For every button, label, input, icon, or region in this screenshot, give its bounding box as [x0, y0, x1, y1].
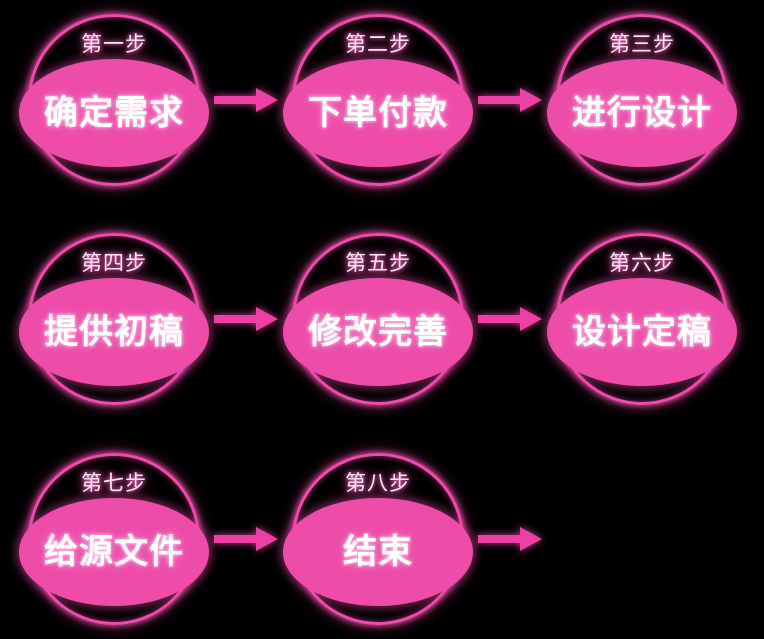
arrow-right-icon [200, 233, 292, 405]
step-pill: 修改完善 [283, 278, 473, 386]
step-node-8[interactable]: 第八步 结束 [283, 453, 473, 625]
arrow-right-icon [464, 233, 556, 405]
arrow-right-icon [464, 453, 556, 625]
step-pill: 设计定稿 [547, 278, 737, 386]
process-flow-diagram: 第一步 确定需求 第二步 下单付款 [0, 0, 764, 625]
step-text-label: 修改完善 [308, 312, 448, 352]
step-index-label: 第一步 [81, 32, 147, 56]
step-text-label: 确定需求 [44, 93, 184, 133]
step-index-label: 第四步 [81, 251, 147, 275]
step-text-label: 结束 [343, 532, 413, 572]
step-pill-wrapper: 下单付款 [283, 59, 473, 167]
flow-row-2: 第四步 提供初稿 第五步 修改完善 [0, 219, 764, 419]
step-pill: 下单付款 [283, 59, 473, 167]
step-pill: 确定需求 [19, 59, 209, 167]
step-pill-wrapper: 结束 [283, 498, 473, 606]
step-index-label: 第三步 [609, 32, 675, 56]
step-text-label: 设计定稿 [572, 312, 712, 352]
step-node-2[interactable]: 第二步 下单付款 [283, 14, 473, 186]
step-pill: 进行设计 [547, 59, 737, 167]
step-index-label: 第八步 [345, 471, 411, 495]
flow-row-3: 第七步 给源文件 第八步 结束 [0, 439, 764, 639]
step-index-label: 第七步 [81, 471, 147, 495]
step-node-5[interactable]: 第五步 修改完善 [283, 233, 473, 405]
step-index-label: 第五步 [345, 251, 411, 275]
step-pill-wrapper: 提供初稿 [19, 278, 209, 386]
step-pill-wrapper: 进行设计 [547, 59, 737, 167]
step-node-3[interactable]: 第三步 进行设计 [547, 14, 737, 186]
step-node-4[interactable]: 第四步 提供初稿 [19, 233, 209, 405]
step-node-6[interactable]: 第六步 设计定稿 [547, 233, 737, 405]
step-pill-wrapper: 确定需求 [19, 59, 209, 167]
step-index-label: 第六步 [609, 251, 675, 275]
step-pill: 结束 [283, 498, 473, 606]
step-node-7[interactable]: 第七步 给源文件 [19, 453, 209, 625]
step-pill-wrapper: 设计定稿 [547, 278, 737, 386]
arrow-right-icon [200, 453, 292, 625]
arrow-right-icon [200, 14, 292, 186]
arrow-right-icon [464, 14, 556, 186]
step-text-label: 提供初稿 [44, 312, 184, 352]
step-index-label: 第二步 [345, 32, 411, 56]
step-pill: 给源文件 [19, 498, 209, 606]
empty-slot [556, 453, 728, 625]
step-text-label: 给源文件 [44, 532, 184, 572]
step-pill-wrapper: 给源文件 [19, 498, 209, 606]
step-node-1[interactable]: 第一步 确定需求 [19, 14, 209, 186]
step-text-label: 下单付款 [308, 93, 448, 133]
step-pill: 提供初稿 [19, 278, 209, 386]
step-text-label: 进行设计 [572, 93, 712, 133]
flow-row-1: 第一步 确定需求 第二步 下单付款 [0, 0, 764, 200]
step-pill-wrapper: 修改完善 [283, 278, 473, 386]
